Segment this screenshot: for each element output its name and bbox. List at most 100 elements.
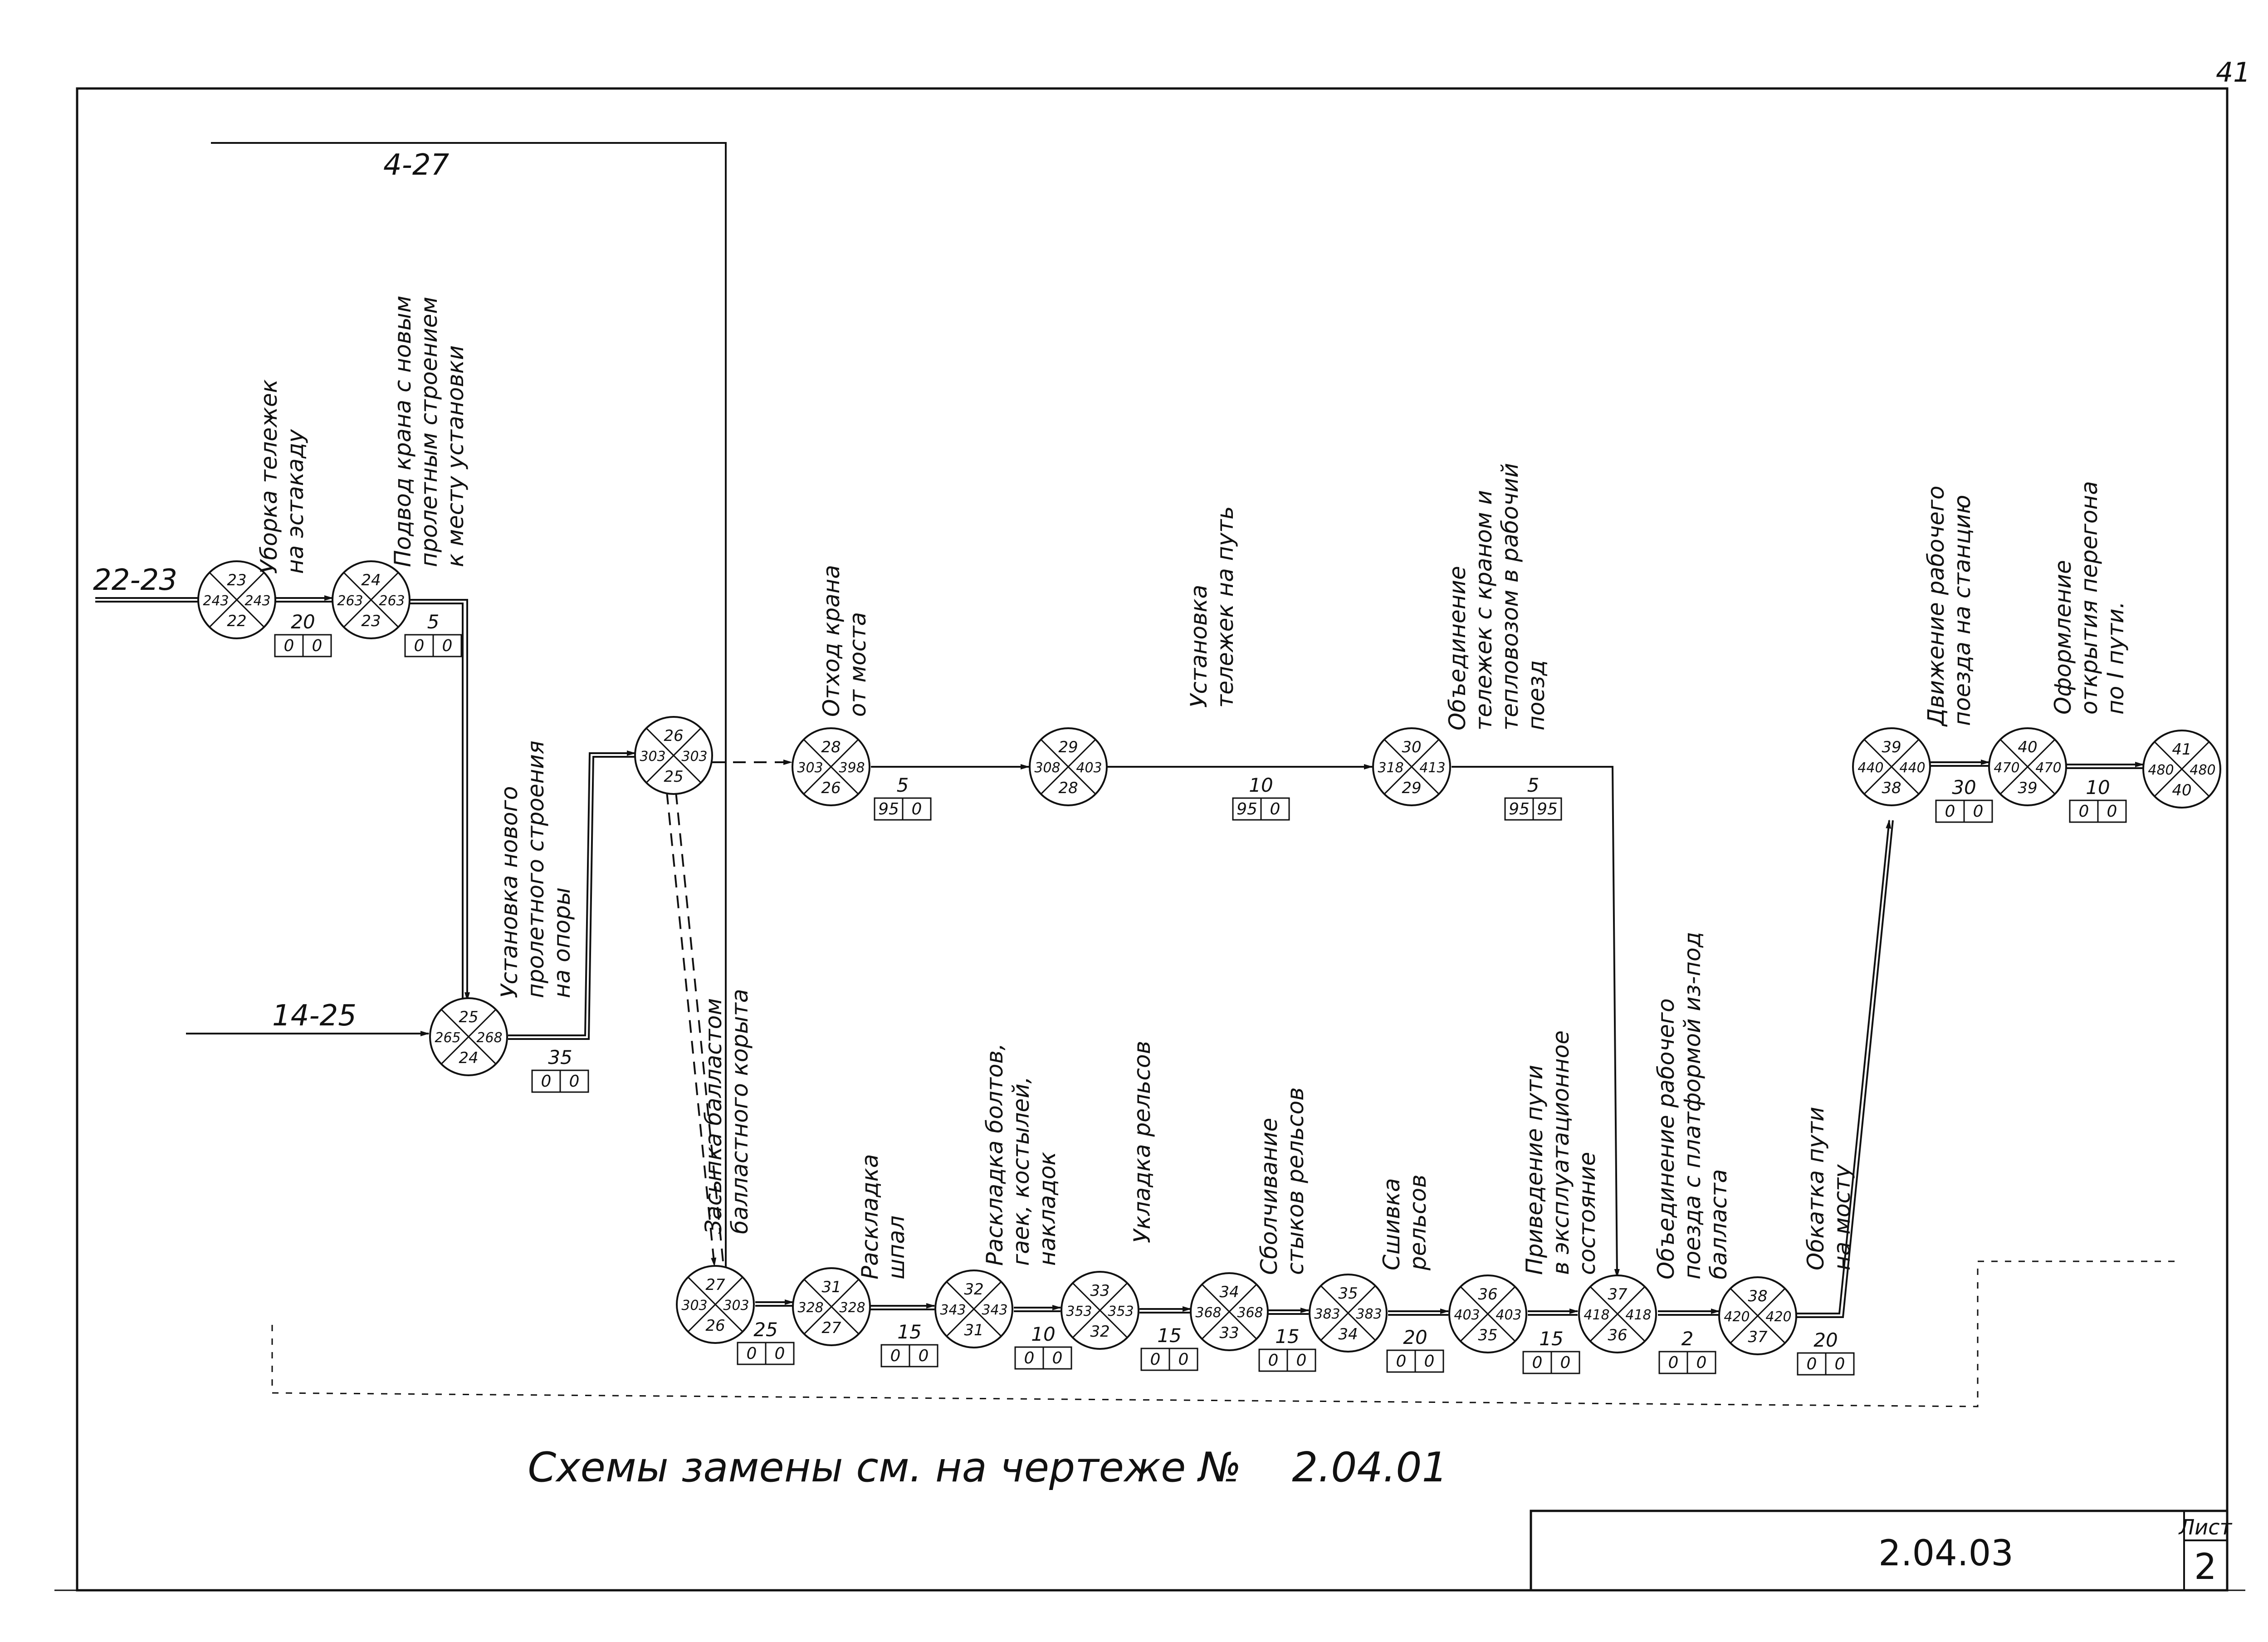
title-block [1530,1510,2229,1592]
node-cross [1589,1286,1646,1342]
activity-label-line: Оформление [2050,560,2076,715]
activity-label-line: открытия перегона [2076,481,2102,715]
reserve-box-2 [1825,1352,1855,1376]
node-number: 30 [1402,738,1421,756]
node-cross [2154,741,2210,797]
reserve-value-1: 0 [890,1347,901,1365]
activity-label-line: от моста [845,612,871,717]
node-cross [645,727,702,784]
reserve-value-2: 0 [912,800,922,819]
activity-label-line: тележек с краном и [1471,490,1497,730]
duration-value: 15 [1275,1325,1299,1348]
activity-label-line: в эксплуатационное [1548,1030,1574,1275]
reserve-box-1 [1386,1349,1416,1373]
node-predecessor: 25 [664,768,683,786]
node-cross [440,1009,497,1065]
node-late-time: 383 [1356,1306,1382,1322]
page-number: 41 [2216,57,2250,88]
reserve-value-2: 0 [1178,1350,1189,1369]
activity-label-line: Установка нового [496,786,523,998]
node-number: 25 [459,1008,478,1026]
duration-value: 20 [291,611,315,633]
reserve-value-1: 95 [878,800,899,819]
reserve-value-2: 0 [1296,1351,1307,1370]
node-early-time: 303 [640,749,665,765]
reserve-box-1 [1232,797,1262,821]
reserve-value-2: 0 [1052,1349,1063,1368]
reserve-box-1 [1935,799,1965,823]
node-early-time: 243 [203,593,229,609]
reserve-box-2 [1686,1351,1716,1374]
node-cross [946,1281,1002,1337]
activity-label-line: накладок [1034,1152,1061,1266]
node-predecessor: 35 [1478,1326,1497,1344]
activity-label-line: на эстакаду [282,429,308,574]
node-late-time: 470 [2035,760,2061,776]
edge-26-27 [666,791,717,1267]
node-late-time: 328 [839,1300,865,1316]
node-cross [1040,739,1096,795]
node-number: 38 [1748,1287,1767,1305]
node-predecessor: 27 [821,1319,841,1337]
reserve-box-1 [1797,1352,1827,1376]
reference-number: 2.04.01 [1292,1444,1448,1491]
reserve-value-1: 0 [1150,1350,1161,1369]
node-late-time: 440 [1899,760,1925,776]
activity-label-line: на мосту [1829,1164,1855,1270]
reserve-value-1: 0 [2079,802,2089,821]
reserve-box-2 [1168,1348,1198,1371]
node-number: 27 [705,1276,725,1294]
node-predecessor: 24 [459,1049,478,1067]
node-late-time: 413 [1419,760,1445,776]
reserve-value-2: 95 [1537,800,1558,819]
node-late-time: 303 [723,1298,749,1314]
edge-38-39b [1796,820,1894,1318]
node-predecessor: 31 [964,1321,983,1339]
reserve-box-2 [1963,799,1993,823]
node-predecessor: 36 [1608,1326,1627,1344]
node-cross [803,739,859,795]
edge-25-26 [508,750,636,1036]
reserve-value-2: 0 [1973,802,1984,821]
node-early-time: 263 [337,593,363,609]
activity-label-line: тележек на путь [1212,506,1238,708]
top-bracket [211,142,727,1284]
reserve-box-1 [404,634,434,657]
activity-label-line: поезд [1523,660,1549,730]
activity-label-line: Сболчивание [1256,1118,1282,1275]
reserve-box-2 [909,1344,938,1368]
duration-value: 30 [1952,776,1976,799]
reserve-box-2 [2097,799,2127,823]
node-early-time: 418 [1584,1307,1609,1323]
duration-value: 15 [1157,1324,1181,1347]
node-cross [1320,1285,1376,1341]
duration-value: 5 [427,611,440,633]
activity-label-line: шпал [883,1216,909,1279]
node-early-time: 303 [681,1298,707,1314]
reserve-box-2 [902,797,932,821]
node-cross [803,1279,860,1335]
node-number: 31 [821,1278,841,1296]
node-late-time: 303 [681,749,707,765]
reserve-value-1: 0 [541,1072,552,1091]
node-number: 24 [361,571,381,589]
duration-value: 15 [897,1321,921,1343]
node-early-time: 420 [1724,1309,1750,1325]
reserve-value-2: 0 [1560,1353,1571,1372]
reserve-value-1: 0 [1024,1349,1035,1368]
